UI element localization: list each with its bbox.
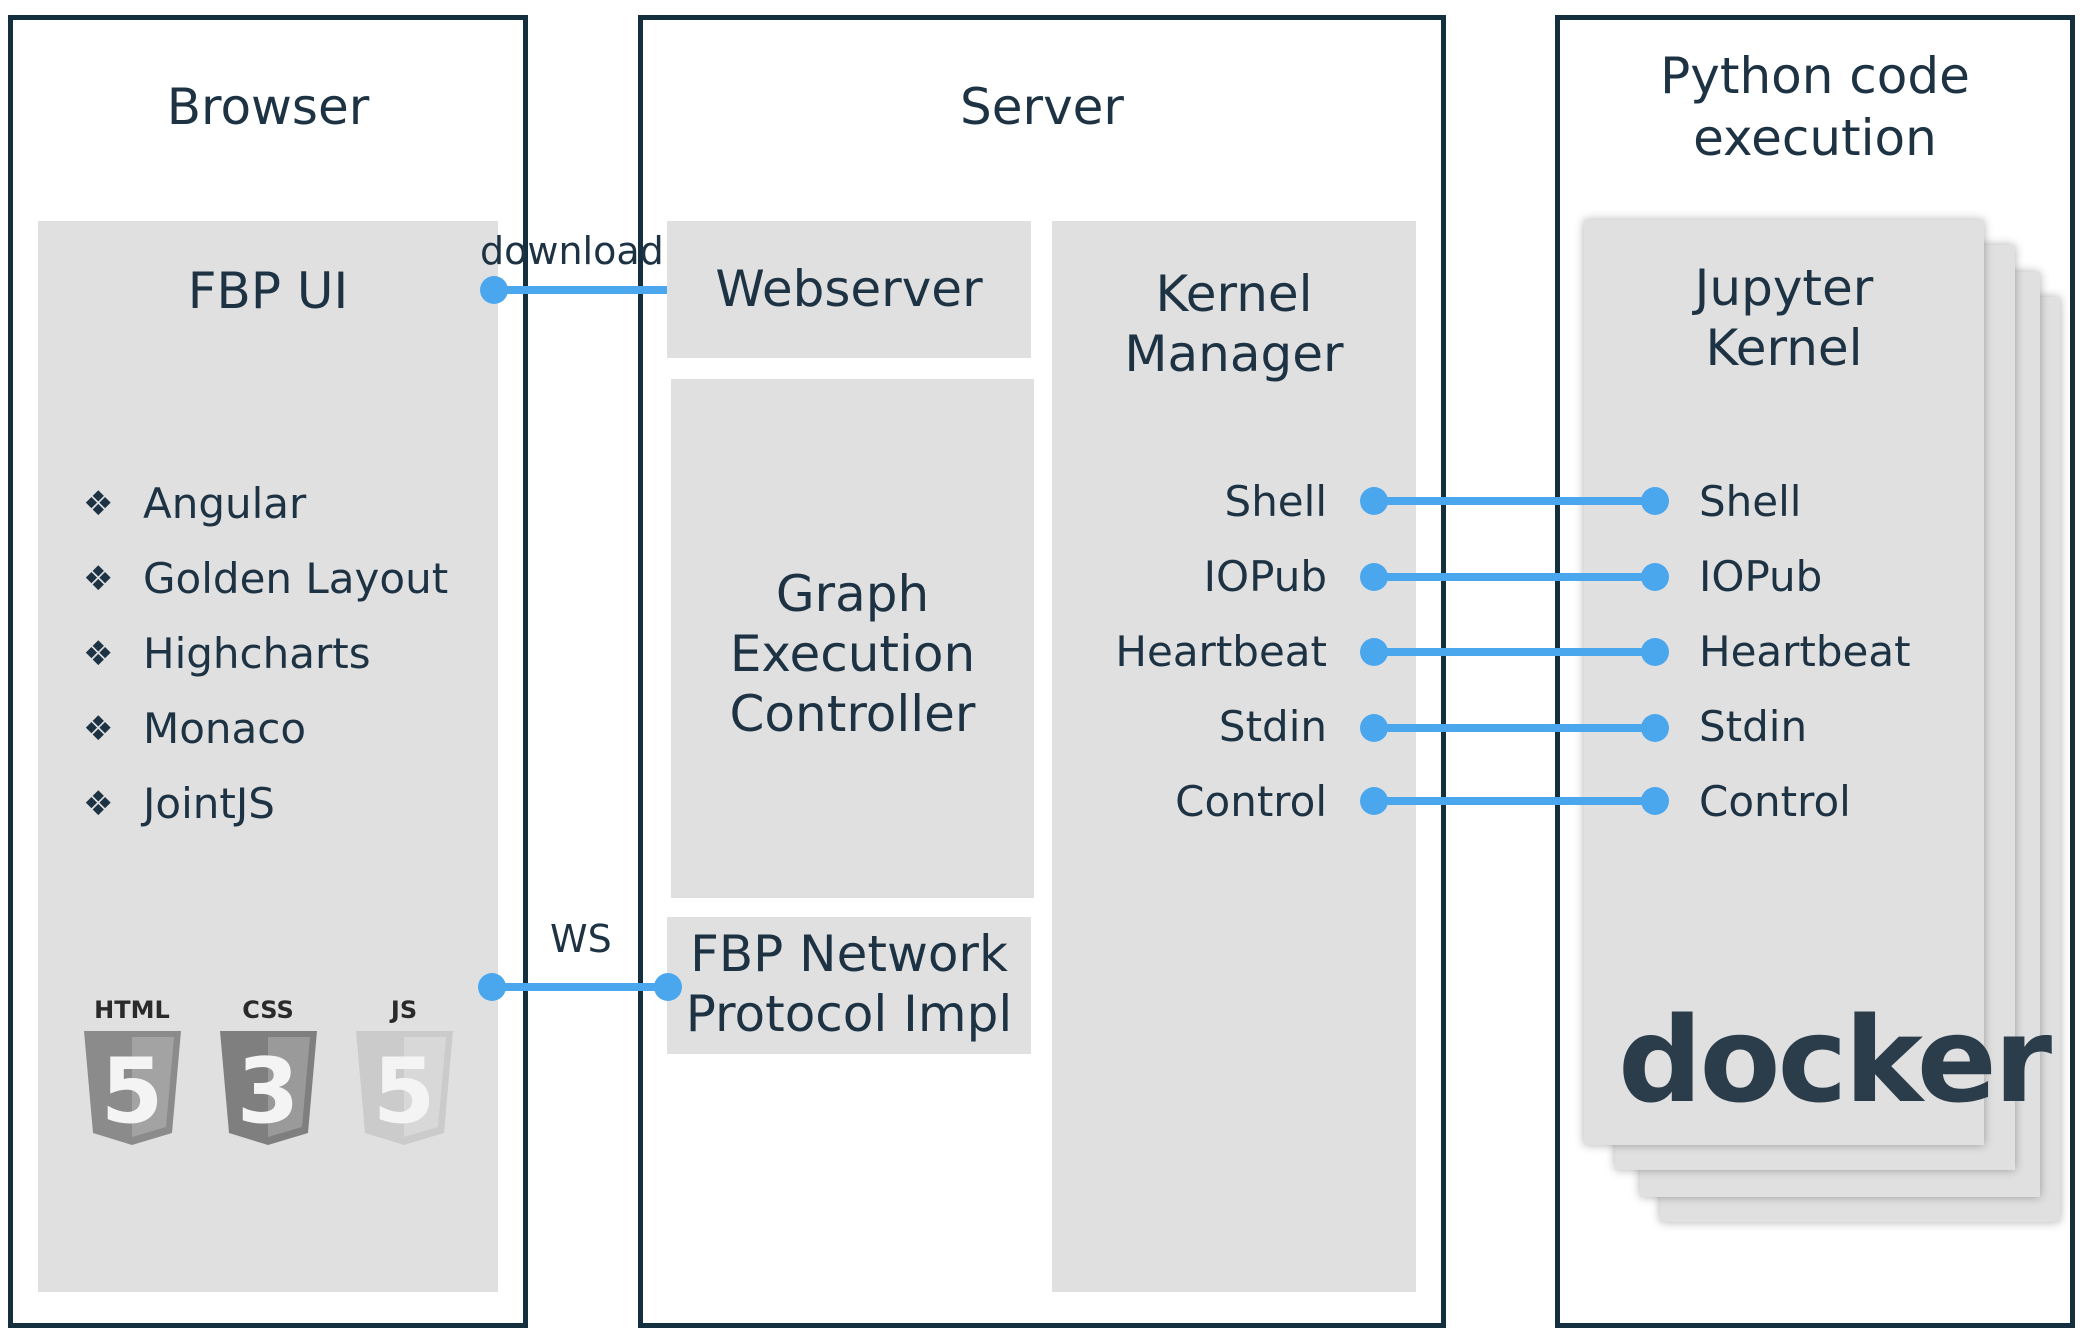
ws-edge-label: WS (550, 917, 612, 961)
webserver-panel: Webserver (667, 221, 1031, 358)
python-column-title-line1: Python code (1660, 47, 1970, 105)
fbp-ui-title: FBP UI (187, 262, 349, 320)
connector-dot (1641, 563, 1669, 591)
connector-dot (1360, 787, 1388, 815)
connector-dot (1360, 714, 1388, 742)
connector-dot (1641, 487, 1669, 515)
kernel-manager-panel: Kernel Manager (1052, 221, 1416, 1292)
library-label: Monaco (143, 704, 307, 753)
connector-dot (478, 973, 506, 1001)
css3-badge: CSS 3 (216, 986, 321, 1146)
library-list: ❖ Angular ❖ Golden Layout ❖ Highcharts ❖… (83, 474, 493, 828)
connector-dot (1641, 638, 1669, 666)
connector-dot (1360, 563, 1388, 591)
graph-controller-title-line3: Controller (729, 685, 976, 743)
badge-digit: 5 (373, 1039, 436, 1144)
jupyter-kernel-title-line1: Jupyter (1694, 259, 1874, 317)
kernel-port-heartbeat: Heartbeat (1699, 627, 1911, 676)
badge-digit: 5 (101, 1039, 164, 1144)
kernel-manager-port-control: Control (1175, 777, 1327, 826)
jupyter-kernel-panel: Jupyter Kernel docker (1584, 220, 2052, 1145)
browser-column-title: Browser (166, 78, 370, 136)
html5-logo-icon: HTML 5 (84, 996, 181, 1145)
badge-label: CSS (242, 996, 294, 1024)
diamond-bullet-icon: ❖ (83, 784, 114, 824)
library-label: Angular (143, 479, 307, 528)
fbp-protocol-title-line2: Protocol Impl (685, 985, 1013, 1043)
diamond-bullet-icon: ❖ (83, 709, 114, 749)
connector-dot (1641, 787, 1669, 815)
kernel-port-stdin: Stdin (1699, 702, 1808, 751)
kernel-manager-port-stdin: Stdin (1218, 702, 1327, 751)
kernel-port-shell: Shell (1699, 477, 1802, 526)
connector-dot (1360, 638, 1388, 666)
webserver-title: Webserver (715, 260, 983, 318)
kernel-manager-title-line2: Manager (1124, 325, 1344, 383)
kernel-manager-port-shell: Shell (1224, 477, 1327, 526)
connector-dot (1360, 487, 1388, 515)
badge-digit: 3 (237, 1039, 300, 1144)
fbp-protocol-title-line1: FBP Network (690, 925, 1008, 983)
js-logo-icon: JS 5 (356, 996, 453, 1145)
kernel-manager-port-heartbeat: Heartbeat (1115, 627, 1327, 676)
css3-logo-icon: CSS 3 (220, 996, 317, 1145)
library-label: Golden Layout (143, 554, 449, 603)
diamond-bullet-icon: ❖ (83, 634, 114, 674)
html5-badge: HTML 5 (80, 986, 185, 1146)
jupyter-kernel-title-line2: Kernel (1705, 319, 1863, 377)
graph-controller-title-line2: Execution (729, 625, 976, 683)
kernel-port-control: Control (1699, 777, 1851, 826)
download-edge-label: download (480, 229, 664, 273)
library-label: JointJS (143, 779, 275, 828)
graph-controller-title-line1: Graph (775, 565, 930, 623)
diamond-bullet-icon: ❖ (83, 559, 114, 599)
badge-label: JS (389, 996, 417, 1024)
graph-execution-controller-panel: Graph Execution Controller (671, 379, 1034, 898)
diamond-bullet-icon: ❖ (83, 484, 114, 524)
connector-dot (654, 973, 682, 1001)
js-badge: JS 5 (352, 986, 457, 1146)
fbp-ui-panel: FBP UI ❖ Angular ❖ Golden Layout ❖ Highc… (38, 221, 498, 1292)
connector-dot (480, 276, 508, 304)
badge-label: HTML (94, 996, 170, 1024)
python-column-title-line2: execution (1693, 109, 1937, 167)
server-column-title: Server (960, 78, 1124, 136)
fbp-network-protocol-panel: FBP Network Protocol Impl (667, 917, 1031, 1054)
kernel-port-iopub: IOPub (1699, 552, 1823, 601)
library-label: Highcharts (143, 629, 371, 678)
connector-dot (1641, 714, 1669, 742)
kernel-manager-port-iopub: IOPub (1203, 552, 1327, 601)
kernel-manager-title-line1: Kernel (1155, 265, 1313, 323)
